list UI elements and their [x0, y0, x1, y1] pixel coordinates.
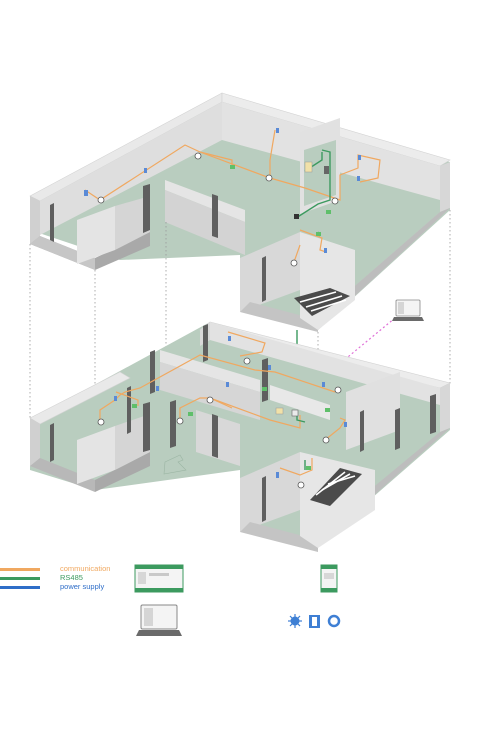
controller-module-icon — [134, 564, 184, 593]
sensor-icon — [132, 404, 137, 408]
lamp-icon — [97, 418, 105, 426]
upper-devices — [84, 128, 361, 267]
io-module-icon — [294, 214, 299, 219]
panel-icon — [344, 422, 347, 427]
panel-icon — [324, 248, 327, 253]
wireless-link — [307, 317, 396, 391]
upper-wall-right — [440, 162, 450, 212]
panel-icon — [276, 472, 279, 478]
panel-icon — [144, 168, 147, 173]
io-module-icon — [324, 166, 329, 174]
upper-partition-mid — [165, 180, 245, 222]
lower-floor — [29, 321, 451, 552]
lamp-icon — [290, 259, 298, 267]
sensor-icon — [288, 614, 302, 628]
upper-floor — [29, 92, 451, 332]
panel-icon — [84, 190, 88, 196]
panel-icon — [309, 615, 320, 628]
lower-left-room — [29, 371, 131, 425]
ring-icon — [327, 614, 341, 628]
legend-line-rs485 — [0, 577, 40, 580]
lamp-icon — [206, 396, 214, 404]
lamp-icon — [331, 197, 339, 205]
lower-bottom-right-room — [240, 452, 300, 532]
exit-arrow-icon — [163, 454, 187, 475]
stairs-icon — [294, 288, 350, 316]
sensor-icon — [230, 165, 235, 169]
upper-communication-wiring — [84, 129, 381, 263]
panel-icon — [156, 386, 159, 391]
legend-item-power-supply: power supply — [0, 582, 140, 592]
legend-line-communication — [0, 568, 40, 571]
panel-icon — [226, 382, 229, 387]
panel-icon — [358, 155, 361, 160]
legend-label-power-supply: power supply — [60, 582, 105, 591]
io-module-icon — [320, 564, 338, 593]
controller-module-icon — [304, 161, 313, 173]
lamp-icon — [265, 174, 273, 182]
panel-icon — [357, 176, 360, 181]
controller-module-icon — [275, 407, 284, 415]
lamp-icon — [194, 152, 202, 160]
stairs-icon — [310, 468, 362, 506]
legend-line-power-supply — [0, 586, 40, 589]
laptop-icon — [392, 299, 424, 321]
sensor-icon — [325, 408, 330, 412]
lamp-icon — [322, 436, 330, 444]
lower-devices — [97, 336, 347, 489]
lamp-icon — [334, 386, 342, 394]
lower-partition-mid — [160, 350, 260, 392]
sensor-icon — [262, 387, 267, 391]
upper-bottom-right-room — [240, 232, 300, 312]
sensor-icon — [316, 232, 321, 236]
sensor-icon — [326, 210, 331, 214]
legend-label-rs485: RS485 — [60, 573, 83, 582]
panel-icon — [114, 396, 117, 401]
lamp-icon — [297, 481, 305, 489]
upper-left-room-front — [30, 196, 40, 248]
legend-item-communication: communication — [0, 564, 140, 574]
io-module-icon — [291, 409, 299, 417]
sensor-icon — [306, 466, 311, 470]
panel-icon — [268, 365, 271, 370]
panel-icon — [228, 336, 231, 341]
panel-icon — [276, 128, 279, 133]
legend-label-communication: communication — [60, 564, 111, 573]
laptop-icon — [136, 604, 182, 636]
panel-icon — [322, 382, 325, 387]
lamp-icon — [176, 417, 184, 425]
lamp-icon — [243, 357, 251, 365]
sensor-icon — [188, 412, 193, 416]
legend-item-rs485: RS485 — [0, 573, 140, 583]
lamp-icon — [97, 196, 105, 204]
